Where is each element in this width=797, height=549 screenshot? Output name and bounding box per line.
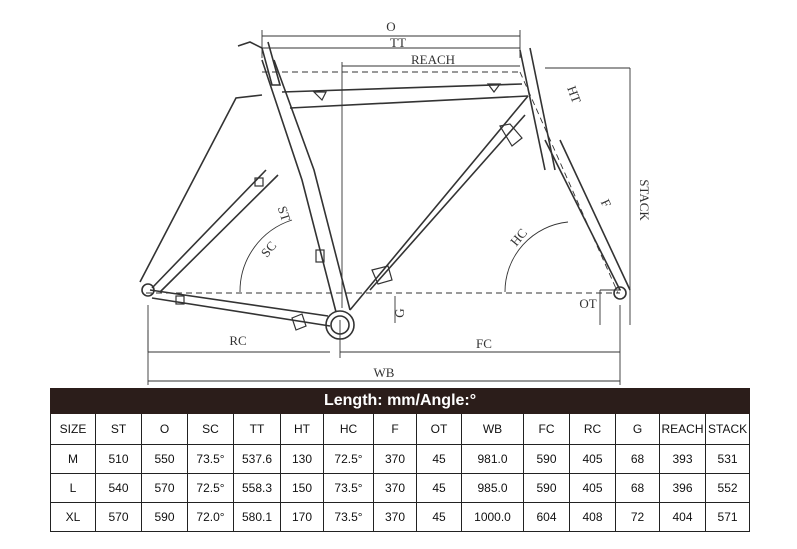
header-fc: FC [523,413,570,445]
label-wb: WB [374,365,395,380]
table-header-row: SIZE ST O SC TT HT HC F OT WB FC RC G RE… [50,413,751,445]
cell: 72.0° [187,502,234,532]
cell: 73.5° [187,444,234,474]
cell: 393 [659,444,706,474]
bike-frame-geometry-diagram: O TT REACH HT STACK F HC ST SC G OT RC F… [139,19,652,385]
cell: 550 [141,444,188,474]
cell: 72.5° [187,473,234,503]
header-size: SIZE [50,413,96,445]
header-rc: RC [569,413,616,445]
cell: 590 [523,473,570,503]
header-stack: STACK [704,413,751,445]
label-fc: FC [476,336,492,351]
cell: 571 [704,502,751,532]
cell: 590 [523,444,570,474]
cell: 570 [141,473,188,503]
header-sc: SC [187,413,234,445]
cell: 604 [523,502,570,532]
cell: 985.0 [461,473,524,503]
geometry-spec-table: Length: mm/Angle:° SIZE ST O SC TT HT HC… [49,388,751,532]
table-title: Length: mm/Angle:° [49,388,751,414]
cell: M [50,444,96,474]
label-st: ST [275,204,294,223]
cell: 580.1 [233,502,281,532]
header-st: ST [95,413,142,445]
cell: 510 [95,444,142,474]
cell: 68 [615,473,660,503]
label-f: F [598,197,615,210]
header-tt: TT [233,413,281,445]
header-f: F [373,413,417,445]
header-ot: OT [416,413,462,445]
table-row: M 510 550 73.5° 537.6 130 72.5° 370 45 9… [50,444,751,474]
table-banner: Length: mm/Angle:° [49,388,751,414]
cell: 540 [95,473,142,503]
cell: 552 [704,473,751,503]
cell: 405 [569,473,616,503]
header-reach: REACH [659,413,706,445]
cell: 130 [280,444,324,474]
cell: 590 [141,502,188,532]
table-row: L 540 570 72.5° 558.3 150 73.5° 370 45 9… [50,473,751,503]
table-row: XL 570 590 72.0° 580.1 170 73.5° 370 45 … [50,502,751,532]
header-ht: HT [280,413,324,445]
cell: 404 [659,502,706,532]
label-o: O [386,19,395,34]
cell: 408 [569,502,616,532]
cell: 45 [416,473,462,503]
label-ot: OT [579,296,596,311]
cell: 370 [373,444,417,474]
cell: 537.6 [233,444,281,474]
header-hc: HC [323,413,374,445]
cell: 370 [373,502,417,532]
cell: 170 [280,502,324,532]
cell: 570 [95,502,142,532]
label-rc: RC [229,333,246,348]
header-g: G [615,413,660,445]
cell: 405 [569,444,616,474]
header-wb: WB [461,413,524,445]
header-o: O [141,413,188,445]
label-tt: TT [390,35,406,50]
cell: 45 [416,502,462,532]
label-g: G [392,308,407,317]
label-reach: REACH [411,52,455,67]
cell: 370 [373,473,417,503]
label-ht: HT [564,84,584,105]
label-hc: HC [507,225,530,248]
cell: 73.5° [323,502,374,532]
cell: 558.3 [233,473,281,503]
label-stack: STACK [637,179,652,221]
cell: 981.0 [461,444,524,474]
cell: 531 [704,444,751,474]
cell: XL [50,502,96,532]
cell: 396 [659,473,706,503]
cell: 45 [416,444,462,474]
cell: 72 [615,502,660,532]
cell: 150 [280,473,324,503]
cell: L [50,473,96,503]
cell: 73.5° [323,473,374,503]
label-sc: SC [258,238,280,260]
cell: 72.5° [323,444,374,474]
cell: 68 [615,444,660,474]
cell: 1000.0 [461,502,524,532]
